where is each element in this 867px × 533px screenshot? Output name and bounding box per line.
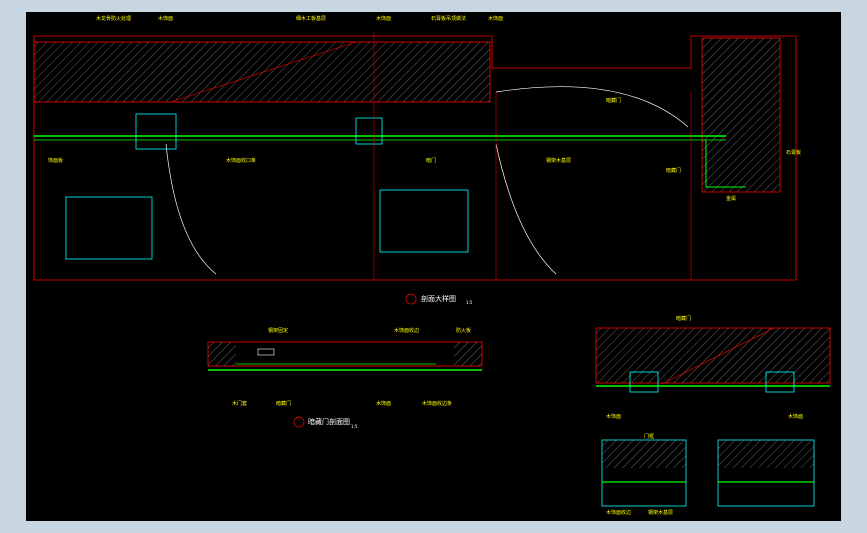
label-side-2: 金属 [726,195,736,202]
label-mid-1: 木饰面收口条 [226,157,256,164]
label-right-1: 木饰面 [606,413,621,420]
label-right-2: 门框 [644,433,654,440]
drawing-svg: 木龙骨防火处理 木饰面 细木工板基层 木饰面 石膏板吊顶做法 木饰面 饰面板 木… [33,15,831,516]
label-right-3: 木饰面 [788,413,803,420]
label-top-4: 石膏板吊顶做法 [431,15,466,22]
label-top-0: 木龙骨防火处理 [96,15,131,22]
label-mid-2: 暗门 [426,157,436,164]
label-lower-1: 木饰面收边 [394,327,419,334]
label-mid-4: 钢架木基层 [546,157,571,164]
label-side-1: 石膏板 [786,149,801,156]
main-title-block: 剖面大样图 1:5 [405,293,473,305]
main-title: 剖面大样图 [421,294,456,303]
label-mid-0: 饰面板 [48,157,63,164]
sub-scale: 1:5 [351,424,358,429]
label-lower-2: 防火板 [456,327,471,334]
top-section [33,32,797,281]
sub-title: 暗藏门剖面图 [308,417,350,426]
main-scale: 1:5 [466,300,473,305]
label-mid-3: 暗藏门 [606,97,621,104]
label-top-2: 细木工板基层 [296,15,326,22]
label-lower-4: 暗藏门 [276,400,291,407]
label-top-3: 木饰面 [376,15,391,22]
cad-drawing-canvas[interactable]: 木龙骨防火处理 木饰面 细木工板基层 木饰面 石膏板吊顶做法 木饰面 饰面板 木… [26,12,841,521]
bottom-center-section: 钢架固定 木饰面收边 防火板 木门套 暗藏门 木饰面 木饰面收边条 暗藏门剖面图… [207,327,483,429]
label-lower-3: 木门套 [232,400,247,407]
label-right-0: 暗藏门 [676,315,691,322]
label-side-0: 暗藏门 [666,167,681,174]
label-top-5: 木饰面 [488,15,503,22]
label-lower-0: 钢架固定 [268,327,288,334]
label-lower-6: 木饰面收边条 [422,400,452,407]
label-right-4: 木饰面收边 [606,509,631,516]
label-top-1: 木饰面 [158,15,173,22]
top-labels: 木龙骨防火处理 木饰面 细木工板基层 木饰面 石膏板吊顶做法 木饰面 饰面板 木… [48,15,801,202]
bottom-right-section: 暗藏门 木饰面 门框 木饰面 木饰面收边 钢架木基层 [595,315,831,516]
label-lower-7: 钢架木基层 [648,509,673,516]
label-lower-5: 木饰面 [376,400,391,407]
